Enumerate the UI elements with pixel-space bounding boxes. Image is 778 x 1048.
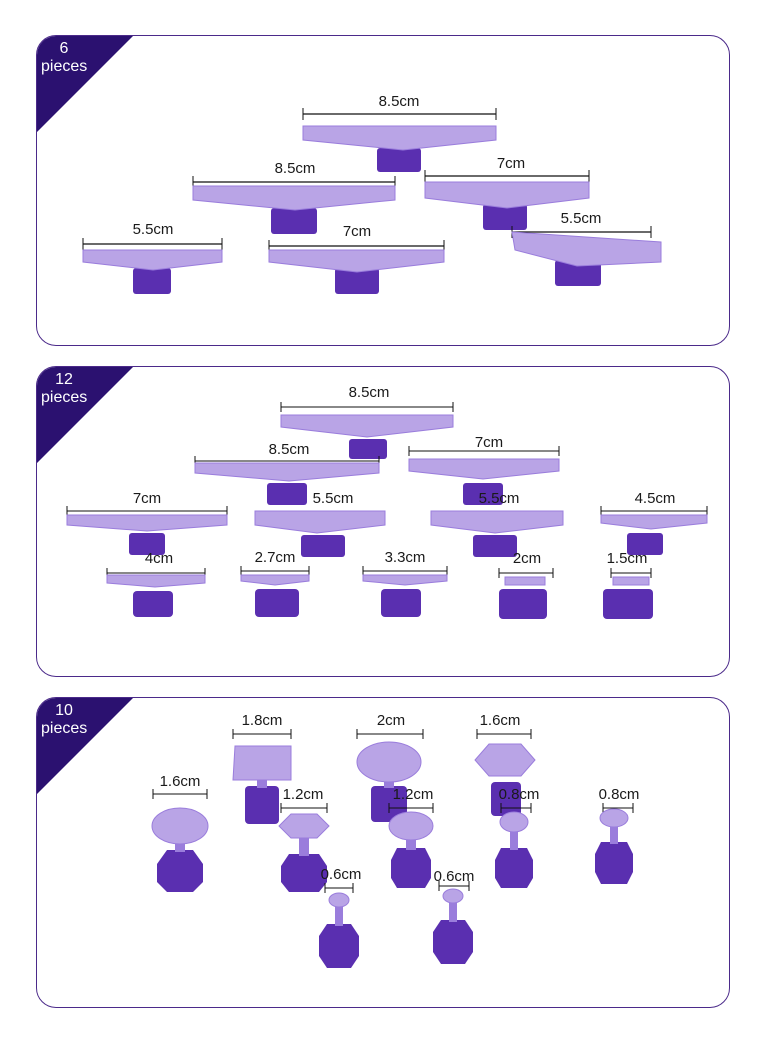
size-label: 4.5cm [635, 490, 676, 507]
size-label: 1.8cm [242, 712, 283, 729]
size-label: 7cm [133, 490, 161, 507]
glue-tab: 8.5cm [302, 93, 497, 172]
badge-text: 6 pieces [41, 40, 87, 76]
glue-tab: 4cm [106, 550, 206, 617]
size-label: 2cm [377, 712, 405, 729]
glue-tab: 8.5cm [192, 160, 396, 234]
glue-tab: 5.5cm [254, 490, 386, 557]
glue-tab: 8.5cm [194, 441, 380, 505]
size-label: 5.5cm [313, 490, 354, 507]
glue-tab: 5.5cm [82, 221, 223, 294]
glue-tab: 1.5cm [603, 550, 653, 619]
size-label: 1.2cm [283, 786, 324, 803]
badge-count: 10 [55, 702, 73, 719]
size-label: 7cm [343, 223, 371, 240]
size-label: 4cm [145, 550, 173, 567]
panel-10-pieces: 10 pieces 1.8cm 2cm 1.6cm [36, 697, 730, 1008]
glue-tab: 7cm [66, 490, 228, 555]
glue-puller: 1.2cm [388, 786, 434, 888]
size-label: 5.5cm [479, 490, 520, 507]
panel-6-pieces: 6 pieces 8.5cm 8.5cm 7cm [36, 35, 730, 346]
size-label: 1.6cm [480, 712, 521, 729]
glue-tab: 7cm [424, 155, 590, 230]
glue-tab: 7cm [268, 223, 445, 294]
size-label: 5.5cm [133, 221, 174, 238]
size-label: 5.5cm [561, 210, 602, 227]
size-label: 8.5cm [275, 160, 316, 177]
size-label: 1.5cm [607, 550, 648, 567]
glue-puller: 0.6cm [433, 868, 474, 964]
glue-puller: 1.8cm [232, 712, 292, 824]
glue-tab: 5.5cm [430, 490, 564, 557]
size-label: 1.6cm [160, 773, 201, 790]
badge-text: 10 pieces [41, 702, 87, 738]
badge-unit: pieces [41, 720, 88, 737]
size-label: 8.5cm [349, 384, 390, 401]
tabs-illustration: 8.5cm 8.5cm 7cm 7cm 5.5cm [66, 384, 708, 619]
size-label: 1.2cm [393, 786, 434, 803]
badge-text: 12 pieces [41, 371, 87, 407]
glue-puller: 0.8cm [595, 786, 639, 884]
size-label: 0.6cm [321, 866, 362, 883]
size-label: 7cm [497, 155, 525, 172]
glue-puller: 0.6cm [319, 866, 361, 968]
panel-12-pieces: 12 pieces 8.5cm 8.5cm 7cm 7cm [36, 366, 730, 677]
size-label: 3.3cm [385, 549, 426, 566]
size-label: 0.6cm [434, 868, 475, 885]
glue-tab: 2.7cm [240, 549, 310, 617]
size-label: 2cm [513, 550, 541, 567]
badge-count: 12 [55, 371, 73, 388]
size-label: 8.5cm [269, 441, 310, 458]
tabs-illustration: 8.5cm 8.5cm 7cm 5.5cm 7c [82, 93, 662, 294]
badge-unit: pieces [41, 389, 88, 406]
badge-count: 6 [59, 40, 69, 57]
size-label: 0.8cm [499, 786, 540, 803]
size-label: 8.5cm [379, 93, 420, 110]
glue-tab: 8.5cm [280, 384, 454, 459]
glue-tab: 7cm [408, 434, 560, 505]
glue-puller: 1.6cm [474, 712, 536, 816]
size-label: 2.7cm [255, 549, 296, 566]
pullers-illustration: 1.8cm 2cm 1.6cm 1.6cm [151, 712, 639, 968]
badge-unit: pieces [41, 58, 88, 75]
glue-puller: 0.8cm [495, 786, 539, 888]
glue-tab: 2cm [498, 550, 554, 619]
size-label: 7cm [475, 434, 503, 451]
glue-puller: 2cm [356, 712, 424, 822]
size-label: 0.8cm [599, 786, 640, 803]
glue-tab: 4.5cm [600, 490, 708, 555]
glue-puller: 1.2cm [278, 786, 330, 892]
glue-puller: 1.6cm [151, 773, 209, 892]
glue-tab: 3.3cm [362, 549, 448, 617]
glue-tab: 5.5cm [511, 210, 662, 286]
